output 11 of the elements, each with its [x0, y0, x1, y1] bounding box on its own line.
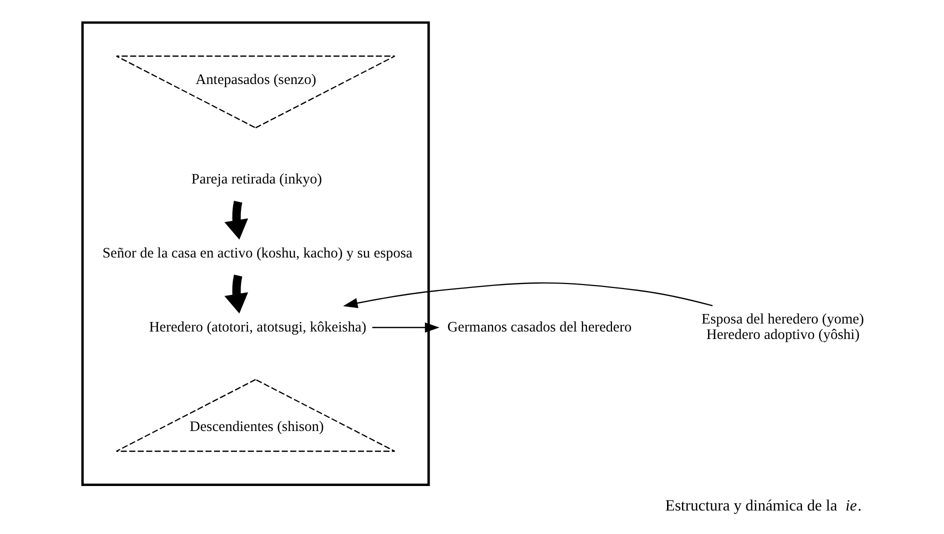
cluster: [80, 21, 430, 486]
node-text: Esposa del heredero (yome) Heredero adoptivo (yôshi): [701, 311, 864, 344]
arrow: [224, 274, 248, 314]
arrow: [342, 282, 712, 308]
node-text: Pareja retirada (inkyo): [190, 172, 322, 188]
arrow: [372, 322, 439, 333]
node-text: Señor de la casa en activo (koshu, kacho) y su esposa: [102, 245, 412, 262]
arrow: [224, 200, 248, 240]
node-text: Heredero (atotori, atotsugi, kôkeisha): [148, 319, 366, 336]
node-text: Germanos casados del heredero: [446, 319, 632, 336]
caption: Estructura y dinámica de la ie.: [664, 498, 862, 515]
